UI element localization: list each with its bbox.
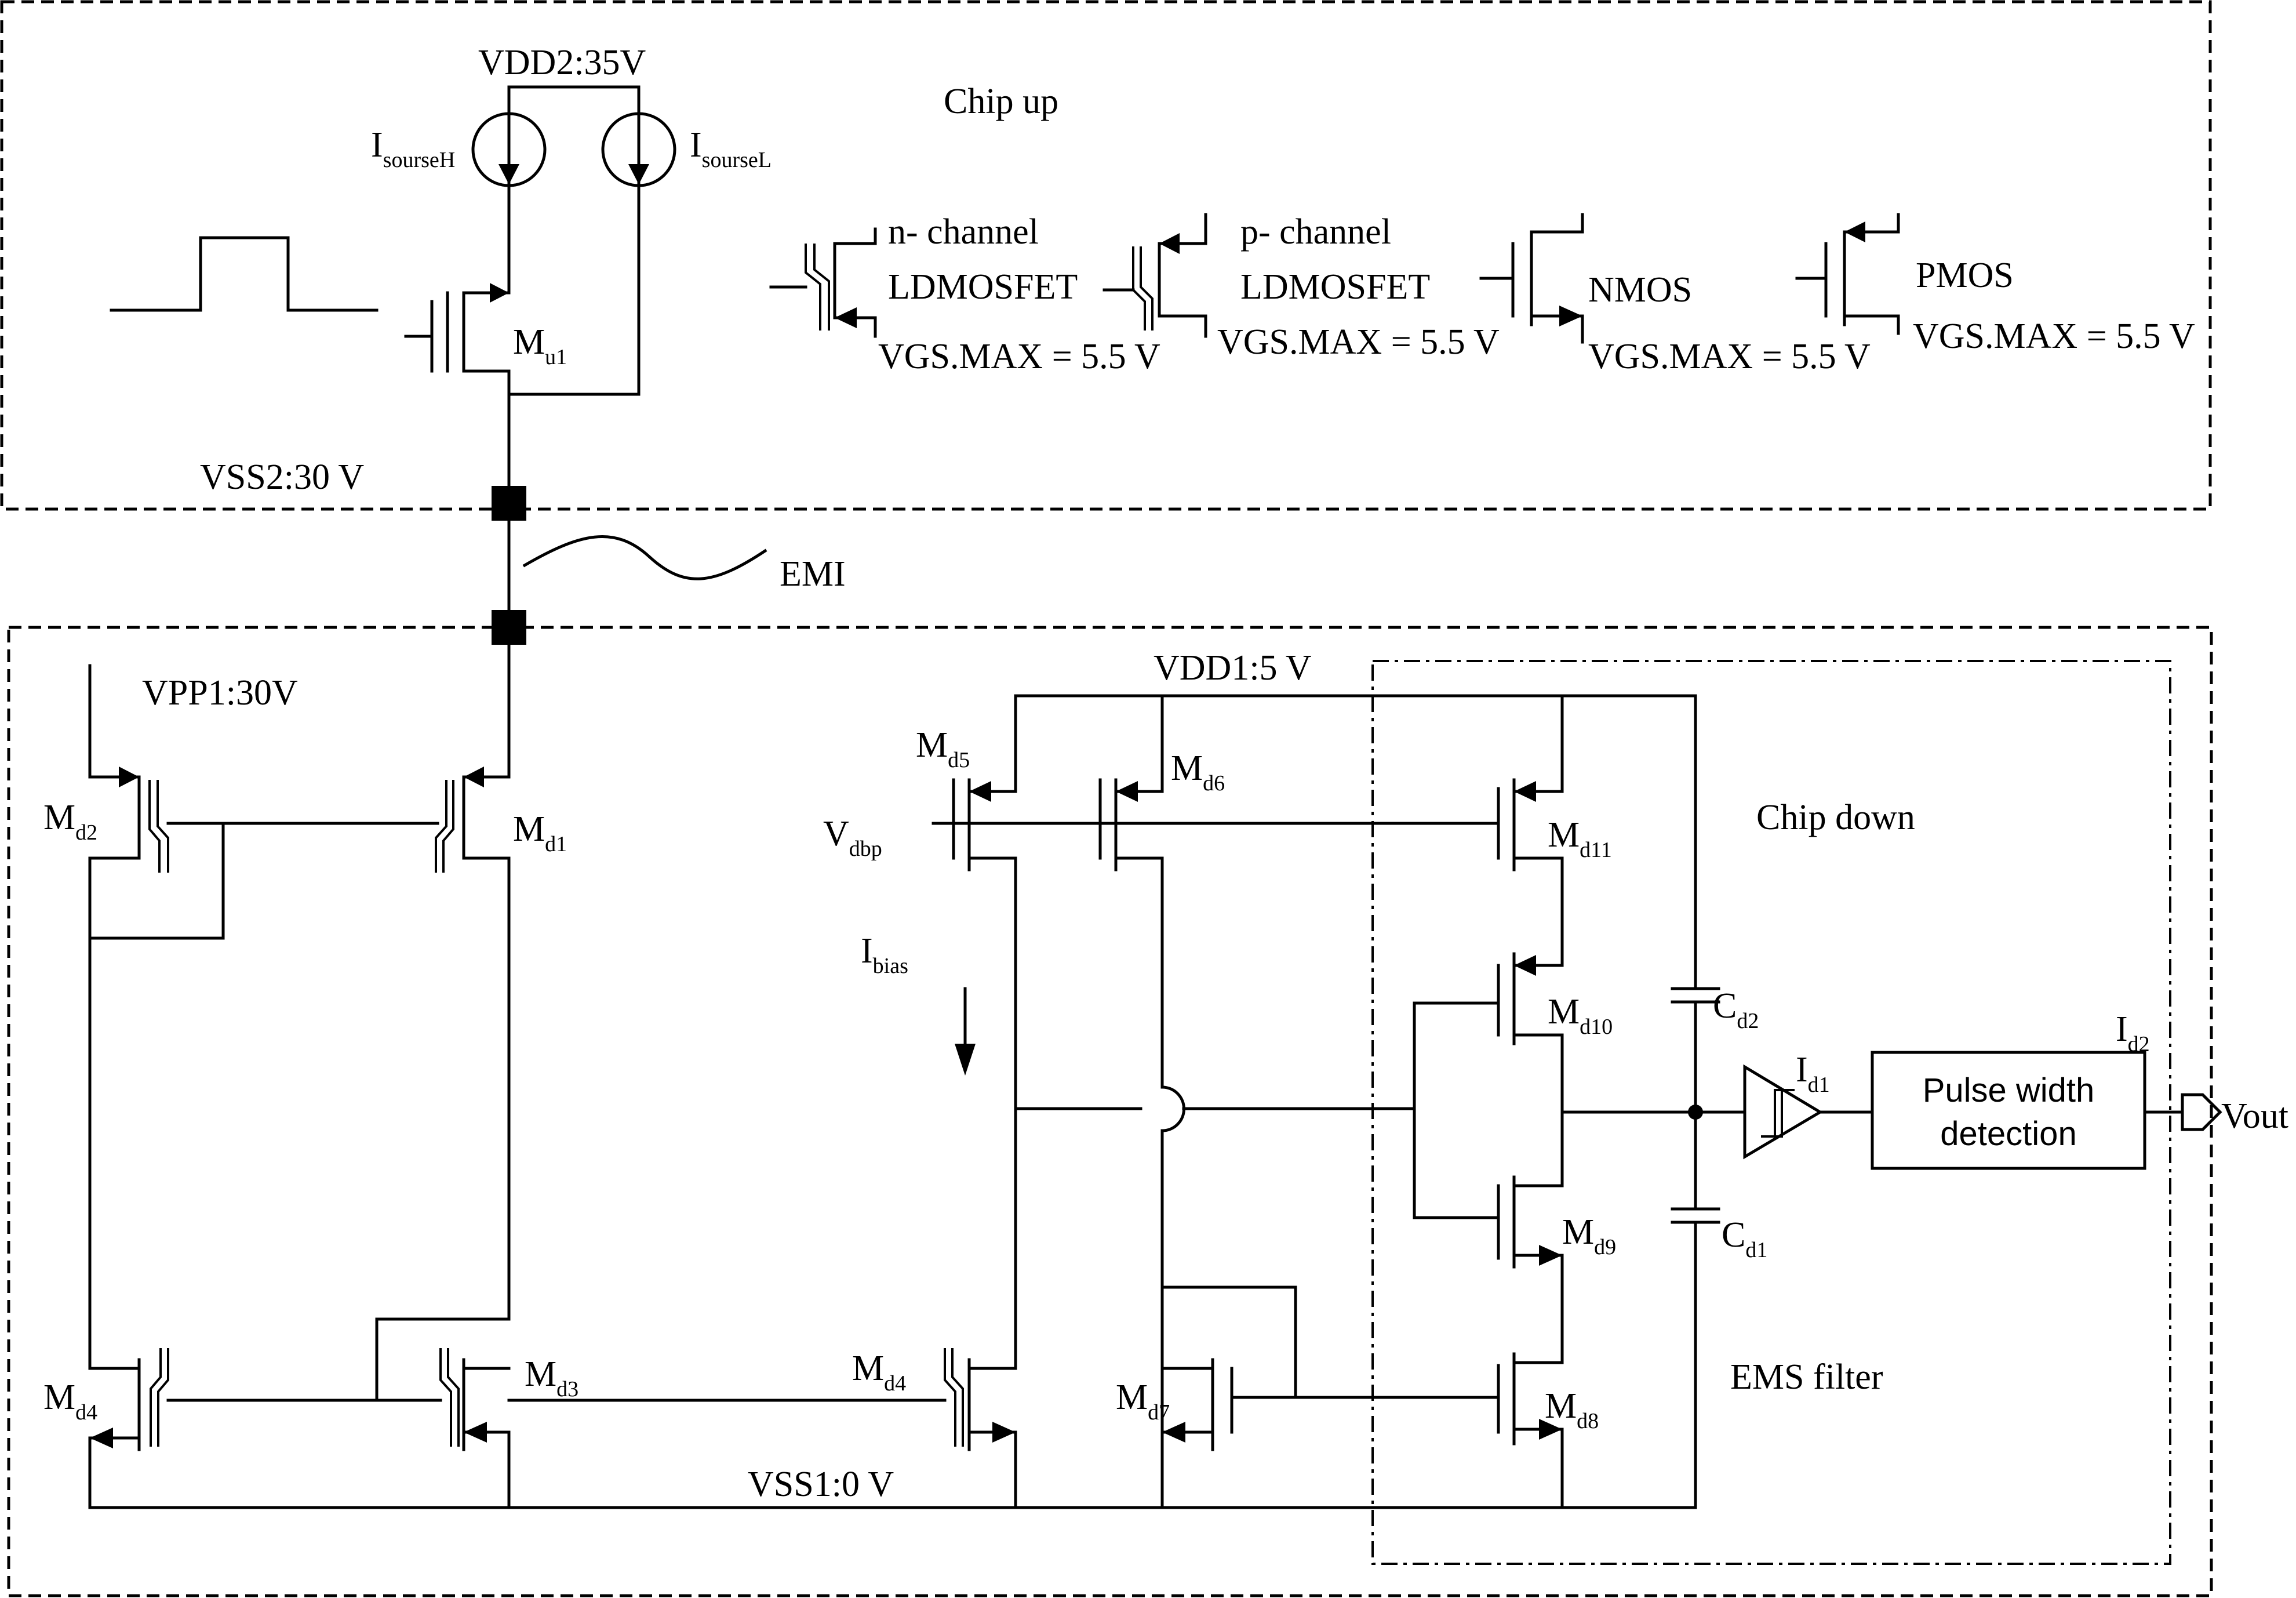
md1-label: Md1 — [513, 809, 567, 856]
vss2-label: VSS2:30 V — [200, 457, 364, 497]
bond-pad-up — [492, 486, 526, 521]
cd2-label: Cd2 — [1713, 986, 1759, 1033]
md4-left-label: Md4 — [43, 1378, 97, 1425]
transistor-md6 — [1098, 778, 1164, 1089]
legend-nmos-label: NMOS — [1588, 270, 1692, 310]
vout-port — [2181, 1093, 2222, 1131]
vout-label: Vout — [2221, 1096, 2288, 1136]
legend-n-ldmos-line2: LDMOSFET — [888, 267, 1078, 307]
vdbp-label: Vdbp — [823, 814, 882, 861]
vdd2-label: VDD2:35V — [478, 43, 646, 82]
transistor-md10 — [1497, 952, 1564, 1187]
legend-p-ldmos-line1: p- channel — [1240, 212, 1391, 252]
emi-wave — [522, 535, 767, 580]
vdd1-label: VDD1:5 V — [1154, 648, 1312, 688]
legend-p-ldmos-vgs: VGS.MAX = 5.5 V — [1217, 322, 1500, 362]
ibias-label: Ibias — [861, 931, 908, 978]
md11-label: Md11 — [1548, 815, 1612, 862]
transistor-md4-left — [88, 1348, 379, 1509]
id1-label: Id1 — [1796, 1050, 1830, 1097]
pulse-width-detection-block — [1871, 1051, 2146, 1170]
md5-label: Md5 — [916, 725, 970, 772]
transistor-md7 — [1160, 1285, 1297, 1451]
transistor-md3 — [375, 1317, 511, 1509]
legend-n-ldmos-line1: n- channel — [888, 212, 1039, 252]
capacitor-cd2 — [1671, 987, 1720, 1211]
schmitt-buffer — [1694, 1064, 1874, 1160]
md2-label: Md2 — [43, 798, 97, 845]
isource-l-label: IsourseL — [690, 125, 772, 172]
transistor-md2 — [88, 767, 225, 940]
chip-up-circuit — [110, 85, 767, 750]
chip-up-boundary — [0, 0, 2212, 511]
ems-filter-boundary — [1371, 660, 2171, 1565]
current-source-high — [471, 112, 547, 187]
bond-pad-down — [492, 610, 526, 645]
cd1-label: Cd1 — [1722, 1215, 1767, 1262]
legend-p-ldmos-line2: LDMOSFET — [1240, 267, 1430, 307]
chip-up-title: Chip up — [944, 82, 1058, 121]
transistor-md9 — [1497, 1175, 1564, 1364]
md7-label: Md7 — [1116, 1378, 1170, 1425]
md3-label: Md3 — [525, 1354, 578, 1401]
transistor-mu1 — [404, 283, 511, 396]
md9-label: Md9 — [1562, 1212, 1616, 1259]
md10-label: Md10 — [1548, 992, 1613, 1039]
emi-label: EMI — [780, 554, 846, 594]
chip-down-boundary — [7, 626, 2213, 1597]
legend-n-ldmosfet-symbol — [769, 227, 877, 338]
transistor-md8 — [1497, 1352, 1564, 1509]
legend-nmos-vgs: VGS.MAX = 5.5 V — [1588, 337, 1871, 376]
transistor-md11 — [1497, 778, 1564, 967]
legend-symbols — [769, 213, 1900, 344]
md8-label: Md8 — [1545, 1386, 1599, 1433]
pulse-width-line1: Pulse width — [1923, 1072, 2095, 1109]
current-source-low — [601, 112, 676, 187]
legend-pmos-vgs: VGS.MAX = 5.5 V — [1913, 317, 2195, 356]
legend-pmos-symbol — [1795, 213, 1900, 335]
ems-filter-label: EMS filter — [1730, 1357, 1883, 1397]
transistor-md4-mid — [944, 1348, 1017, 1509]
transistor-md1 — [435, 746, 511, 1321]
legend-p-ldmosfet-symbol — [1102, 213, 1207, 338]
legend-nmos-symbol — [1479, 213, 1584, 344]
md6-label: Md6 — [1171, 749, 1225, 796]
vpp1-label: VPP1:30V — [142, 673, 298, 713]
vss1-label: VSS1:0 V — [748, 1465, 894, 1504]
id2-label: Id2 — [2116, 1009, 2150, 1056]
chip-down-circuit — [88, 664, 2222, 1509]
pulse-width-line2: detection — [1940, 1115, 2076, 1153]
legend-pmos-label: PMOS — [1916, 256, 2014, 295]
input-pulse — [110, 236, 379, 312]
mu1-label: Mu1 — [513, 322, 567, 369]
chip-down-title: Chip down — [1756, 798, 1915, 837]
capacitor-cd1 — [1671, 1207, 1720, 1509]
md4-mid-label: Md4 — [852, 1349, 906, 1396]
isource-h-label: IsourseH — [371, 125, 455, 172]
legend-n-ldmos-vgs: VGS.MAX = 5.5 V — [878, 337, 1160, 376]
